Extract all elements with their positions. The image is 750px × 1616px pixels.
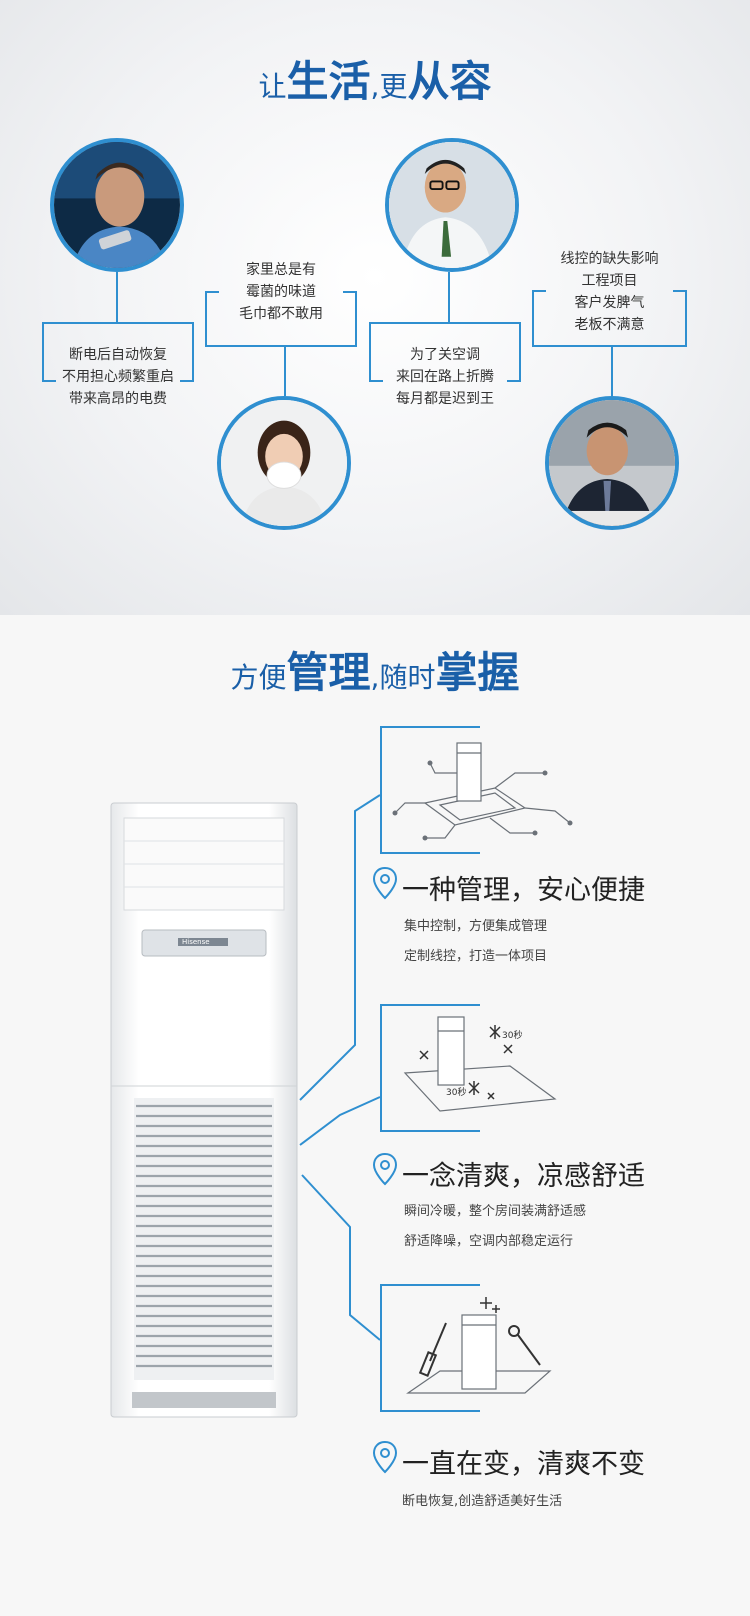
title-part: 更 bbox=[379, 70, 408, 103]
location-pin-icon bbox=[372, 866, 398, 900]
feature-desc: 断电恢复,创造舒适美好生活 bbox=[402, 1494, 563, 1509]
feature-desc: 集中控制，方便集成管理 bbox=[404, 919, 548, 934]
connector-lines bbox=[299, 794, 381, 1341]
feature-image-cooling bbox=[380, 1004, 480, 1132]
callout-line: 断电后自动恢复 bbox=[69, 347, 167, 363]
feature-title: 一种管理，安心便捷 bbox=[402, 875, 645, 906]
callout-line: 为了关空调 bbox=[410, 347, 480, 363]
floor-ac-unit bbox=[110, 802, 298, 1418]
callout-line: 毛巾都不敢用 bbox=[239, 306, 323, 322]
callout-wired-control: 线控的缺失影响 工程项目 客户发脾气 老板不满意 bbox=[532, 248, 687, 347]
callout-line: 家里总是有 bbox=[246, 262, 316, 278]
title-part: 方便 bbox=[230, 661, 287, 694]
connector-line bbox=[611, 347, 613, 396]
feature-desc: 瞬间冷暖，整个房间装满舒适感 bbox=[404, 1204, 587, 1219]
callout-line: 不用担心频繁重启 bbox=[62, 369, 174, 385]
title-part: 随时 bbox=[379, 661, 436, 694]
callout-line: 霉菌的味道 bbox=[246, 284, 316, 300]
avatar-stressed-businessman bbox=[545, 396, 679, 530]
maintenance-illustration bbox=[406, 1297, 552, 1394]
callout-line: 带来高昂的电费 bbox=[69, 391, 167, 407]
timer-label: 30秒 bbox=[446, 1088, 467, 1098]
room-cooling-illustration bbox=[403, 1016, 557, 1112]
title-part: 掌握 bbox=[435, 648, 520, 697]
screwdriver-icon bbox=[418, 1322, 447, 1377]
avatar-rushing-man bbox=[385, 138, 519, 272]
title-part: , bbox=[370, 661, 380, 694]
connector-line bbox=[448, 272, 450, 322]
callout-mold-smell: 家里总是有 霉菌的味道 毛巾都不敢用 bbox=[205, 259, 357, 347]
feature-image-management bbox=[380, 726, 480, 854]
feature-title: 一直在变，清爽不变 bbox=[402, 1449, 645, 1480]
feature-title: 一念清爽，凉感舒适 bbox=[402, 1161, 645, 1192]
callout-power-recovery: 断电后自动恢复 不用担心频繁重启 带来高昂的电费 bbox=[42, 322, 194, 407]
feature-image-maintenance bbox=[380, 1284, 480, 1412]
feature-desc: 定制线控，打造一体项目 bbox=[404, 949, 548, 964]
callout-line: 客户发脾气 bbox=[574, 295, 645, 311]
timer-label: 30秒 bbox=[502, 1031, 523, 1041]
title-part: 管理 bbox=[286, 648, 371, 697]
title-part: 生活 bbox=[286, 57, 371, 106]
callout-commute: 为了关空调 来回在路上折腾 每月都是迟到王 bbox=[369, 322, 521, 407]
avatar-frustrated-man bbox=[50, 138, 184, 272]
ceiling-unit-network-illustration bbox=[392, 742, 573, 841]
callout-line: 工程项目 bbox=[581, 273, 638, 289]
location-pin-icon bbox=[372, 1152, 398, 1186]
avatar-sneezing-woman bbox=[217, 396, 351, 530]
callout-line: 来回在路上折腾 bbox=[396, 369, 494, 385]
wrench-icon bbox=[508, 1325, 541, 1366]
title-part: 从容 bbox=[407, 57, 492, 106]
connector-line bbox=[116, 272, 118, 322]
callout-line: 每月都是迟到王 bbox=[396, 391, 494, 407]
callout-line: 线控的缺失影响 bbox=[560, 251, 659, 267]
connector-line bbox=[284, 347, 286, 396]
section-life: 让生活, 更从容 断电后自动恢复 不用担心频繁重启 带来高昂的电费 bbox=[0, 0, 750, 615]
section-management: 方便管理, 随时掌握 Hisense bbox=[0, 615, 750, 1616]
callout-line: 老板不满意 bbox=[574, 317, 645, 333]
brand-label: Hisense bbox=[182, 938, 210, 946]
title-part: , bbox=[370, 70, 380, 103]
section-title-life: 让生活, 更从容 bbox=[0, 48, 750, 109]
section-title-management: 方便管理, 随时掌握 bbox=[0, 639, 750, 700]
feature-desc: 舒适降噪，空调内部稳定运行 bbox=[404, 1234, 574, 1249]
snowflake-icon bbox=[419, 1025, 513, 1100]
title-part: 让 bbox=[258, 70, 287, 103]
sparkle-icon bbox=[480, 1297, 500, 1313]
location-pin-icon bbox=[372, 1440, 398, 1474]
